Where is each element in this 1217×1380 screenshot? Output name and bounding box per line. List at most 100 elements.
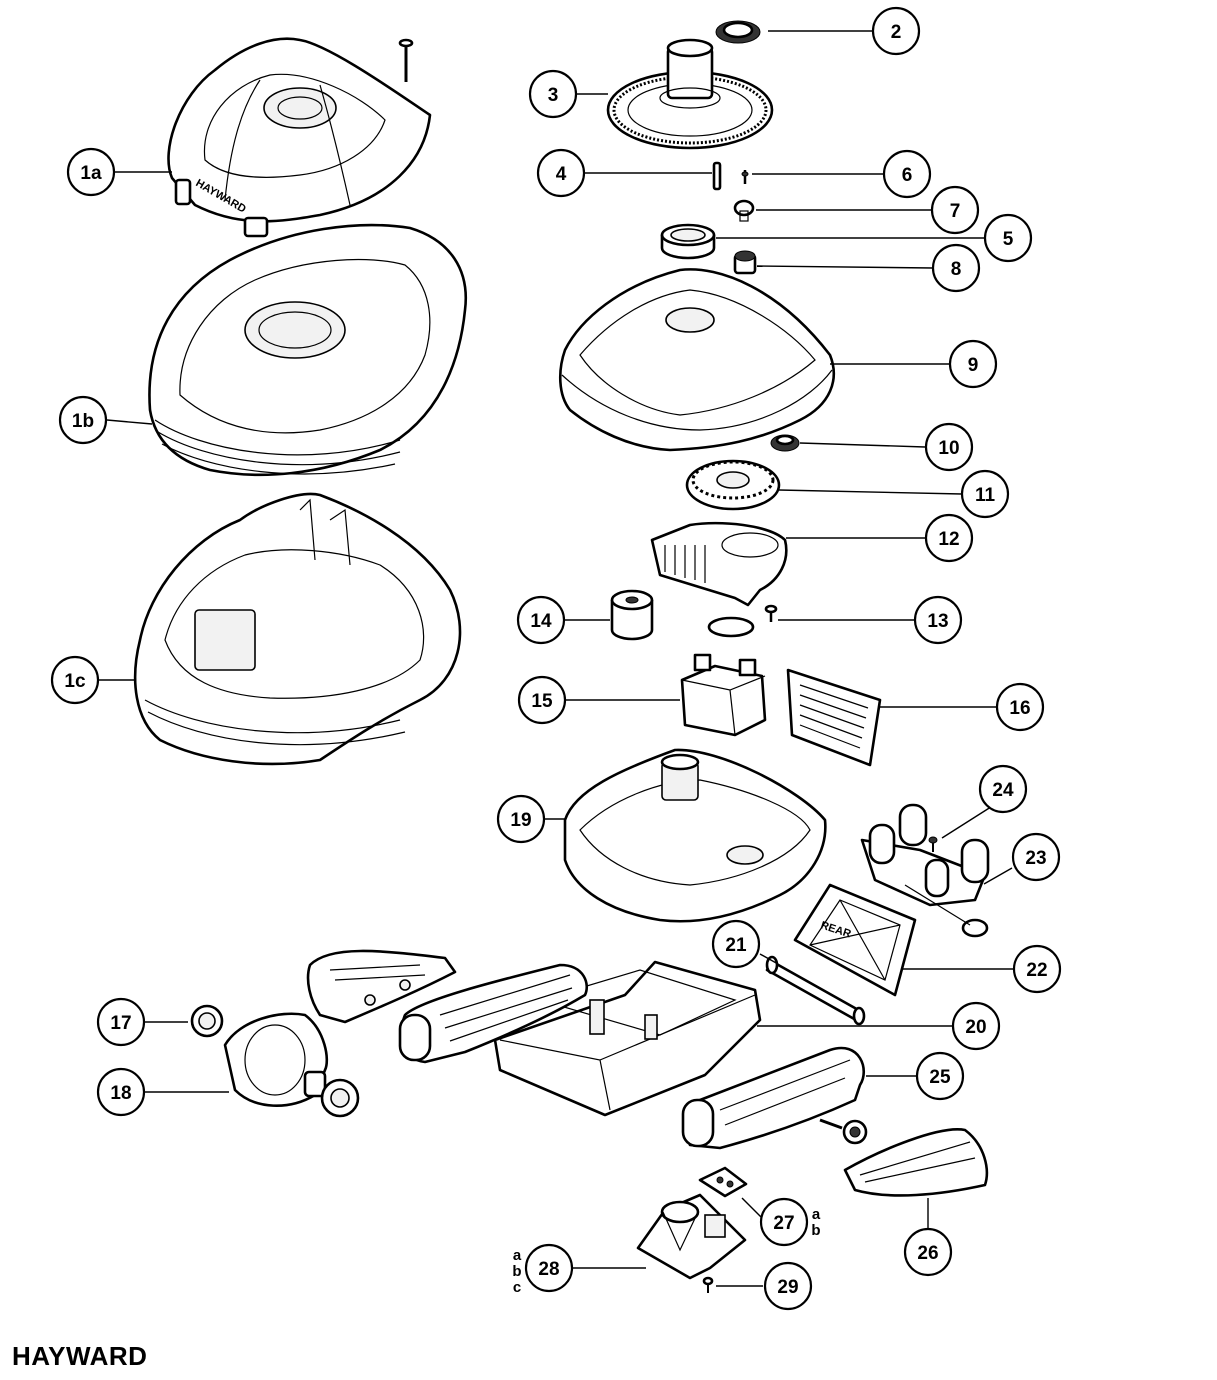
callout-28-label: 28 bbox=[538, 1259, 559, 1280]
callout-28-variant-a: a bbox=[513, 1247, 522, 1264]
part-2-small-gear bbox=[715, 20, 761, 44]
callout-1a-label: 1a bbox=[80, 163, 102, 184]
callout-9: 9 bbox=[948, 339, 998, 389]
callout-15: 15 bbox=[517, 675, 567, 725]
callout-19: 19 bbox=[496, 794, 546, 844]
callout-28-variant-b: b bbox=[512, 1263, 521, 1280]
callout-16-label: 16 bbox=[1009, 698, 1030, 719]
part-14-cylinder bbox=[610, 589, 654, 641]
callout-7-label: 7 bbox=[950, 201, 961, 222]
callout-8: 8 bbox=[931, 243, 981, 293]
callout-1b-label: 1b bbox=[72, 411, 94, 432]
part-27-plate bbox=[698, 1166, 748, 1198]
part-21-axle bbox=[765, 955, 866, 1026]
brand-logo: HAYWARD bbox=[12, 1341, 147, 1371]
part-12-pump-housing bbox=[650, 521, 788, 607]
callout-6: 6 bbox=[882, 149, 932, 199]
part-25-bushing bbox=[842, 1119, 868, 1145]
callout-25: 25 bbox=[915, 1051, 965, 1101]
callout-16: 16 bbox=[995, 682, 1045, 732]
callout-2: 2 bbox=[871, 6, 921, 56]
part-15-motor-block bbox=[680, 653, 767, 737]
part-28-swivel-nozzle bbox=[636, 1193, 747, 1280]
part-25-right-pod bbox=[681, 1046, 865, 1150]
callout-21: 21 bbox=[711, 919, 761, 969]
callout-12-label: 12 bbox=[938, 529, 959, 550]
part-9-upper-housing bbox=[558, 268, 835, 452]
callout-26: 26 bbox=[903, 1227, 953, 1277]
callout-27-variant-b: b bbox=[811, 1222, 820, 1239]
callout-22-label: 22 bbox=[1026, 960, 1047, 981]
callout-28-variant-c: c bbox=[513, 1279, 521, 1296]
callout-20: 20 bbox=[951, 1001, 1001, 1051]
callout-1c-label: 1c bbox=[64, 671, 86, 692]
part-24-screw bbox=[928, 836, 938, 852]
callout-1b: 1b bbox=[58, 395, 108, 445]
callout-11-label: 11 bbox=[975, 485, 996, 506]
callout-1c: 1c bbox=[50, 655, 100, 705]
callout-14-label: 14 bbox=[530, 611, 552, 632]
callout-5-label: 5 bbox=[1003, 229, 1014, 250]
part-11-impeller bbox=[685, 459, 781, 511]
callout-13: 13 bbox=[913, 595, 963, 645]
callout-1a: 1a bbox=[66, 147, 116, 197]
callout-17: 17 bbox=[96, 997, 146, 1047]
callout-23-label: 23 bbox=[1025, 848, 1046, 869]
callout-26-label: 26 bbox=[917, 1243, 938, 1264]
part-1b-body-shell bbox=[148, 223, 468, 477]
part-3-drive-gear bbox=[606, 38, 774, 150]
part-1a-top-hood: HAYWARD bbox=[167, 37, 432, 238]
callout-24-label: 24 bbox=[992, 780, 1014, 801]
callout-8-label: 8 bbox=[951, 259, 962, 280]
callout-18: 18 bbox=[96, 1067, 146, 1117]
callout-10: 10 bbox=[924, 422, 974, 472]
part-left-pod bbox=[398, 963, 589, 1064]
part-12-o-ring bbox=[707, 616, 755, 638]
part-left-side-cover bbox=[306, 949, 457, 1024]
part-5-bearing-ring bbox=[660, 223, 716, 260]
callout-12: 12 bbox=[924, 513, 974, 563]
part-13-screw bbox=[764, 604, 778, 622]
callout-11: 11 bbox=[960, 469, 1010, 519]
part-19-lower-housing bbox=[563, 748, 827, 923]
part-6-screw bbox=[741, 170, 749, 184]
part-7-pinion bbox=[733, 199, 755, 222]
part-1a-screw bbox=[398, 38, 414, 82]
part-22-rear-flap: REAR bbox=[793, 883, 917, 997]
part-10-idler-gear bbox=[770, 434, 800, 452]
callout-6-label: 6 bbox=[902, 165, 913, 186]
callout-27-variant-a: a bbox=[812, 1206, 821, 1223]
callout-2-label: 2 bbox=[891, 22, 902, 43]
part-18-drive-hub bbox=[223, 1012, 360, 1118]
part-17-bearing bbox=[190, 1004, 224, 1038]
callout-28: 28 a b c bbox=[512, 1243, 574, 1296]
callout-20-label: 20 bbox=[965, 1017, 986, 1038]
callout-13-label: 13 bbox=[927, 611, 948, 632]
callout-19-label: 19 bbox=[510, 810, 531, 831]
callout-3-label: 3 bbox=[548, 85, 559, 106]
callout-4: 4 bbox=[536, 148, 586, 198]
callout-25-label: 25 bbox=[929, 1067, 951, 1088]
callout-17-label: 17 bbox=[110, 1013, 131, 1034]
leader-lines bbox=[99, 30, 1013, 1287]
callout-22: 22 bbox=[1012, 944, 1062, 994]
callout-27-label: 27 bbox=[773, 1213, 794, 1234]
part-8-bushing bbox=[733, 250, 757, 275]
part-1c-base-shell bbox=[133, 492, 462, 766]
callout-7: 7 bbox=[930, 185, 980, 235]
part-23-steering-assembly bbox=[860, 803, 990, 938]
callout-23: 23 bbox=[1011, 832, 1061, 882]
callout-4-label: 4 bbox=[556, 164, 567, 185]
callout-18-label: 18 bbox=[110, 1083, 131, 1104]
callout-29-label: 29 bbox=[777, 1277, 798, 1298]
callout-3: 3 bbox=[528, 69, 578, 119]
callout-27: 27 a b bbox=[759, 1197, 821, 1247]
callout-29: 29 bbox=[763, 1261, 813, 1311]
callout-5: 5 bbox=[983, 213, 1033, 263]
callout-24: 24 bbox=[978, 764, 1028, 814]
callout-15-label: 15 bbox=[531, 691, 553, 712]
callout-14: 14 bbox=[516, 595, 566, 645]
callout-10-label: 10 bbox=[938, 438, 959, 459]
part-4-pin bbox=[712, 161, 722, 191]
